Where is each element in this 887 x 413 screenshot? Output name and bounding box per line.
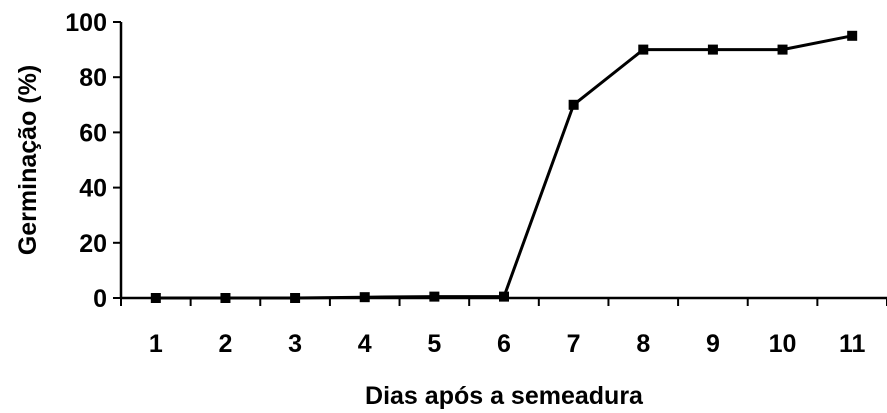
y-tick-label: 60 [79, 119, 107, 147]
data-point-marker [359, 292, 370, 303]
x-axis-title: Dias após a semeadura [365, 382, 644, 410]
x-tick-label: 11 [839, 330, 866, 358]
data-point-marker [429, 291, 440, 302]
data-point-marker [777, 44, 788, 55]
x-tick-label: 10 [769, 330, 797, 358]
x-tick-label: 4 [358, 330, 372, 358]
x-tick-label: 8 [636, 330, 650, 358]
x-tick-label: 2 [219, 330, 233, 358]
y-tick-label: 40 [79, 175, 107, 203]
y-tick-label: 80 [79, 64, 107, 92]
x-tick-label: 7 [567, 330, 581, 358]
data-point-marker [638, 44, 649, 55]
y-tick-label: 20 [79, 230, 107, 258]
y-ticks: 0 20 40 60 80 100 [65, 9, 121, 313]
x-tick-label: 9 [706, 330, 720, 358]
x-tick-label: 5 [427, 330, 441, 358]
data-point-marker [847, 30, 858, 41]
data-point-marker [707, 44, 718, 55]
y-axis-title: Germinação (%) [14, 65, 42, 255]
x-tick-label: 6 [497, 330, 511, 358]
x-ticks: 1 2 3 4 5 6 7 8 9 10 11 [120, 298, 887, 358]
data-point-marker [290, 293, 301, 303]
series-line [155, 34, 853, 300]
x-tick-label: 3 [288, 330, 302, 358]
x-tick-label: 1 [149, 330, 163, 358]
data-point-marker [150, 293, 161, 303]
series-markers [150, 30, 858, 303]
y-tick-label: 0 [93, 285, 107, 313]
y-tick-label: 100 [65, 9, 107, 37]
data-point-marker [499, 291, 509, 302]
data-point-marker [220, 293, 231, 303]
data-point-marker [568, 99, 579, 110]
